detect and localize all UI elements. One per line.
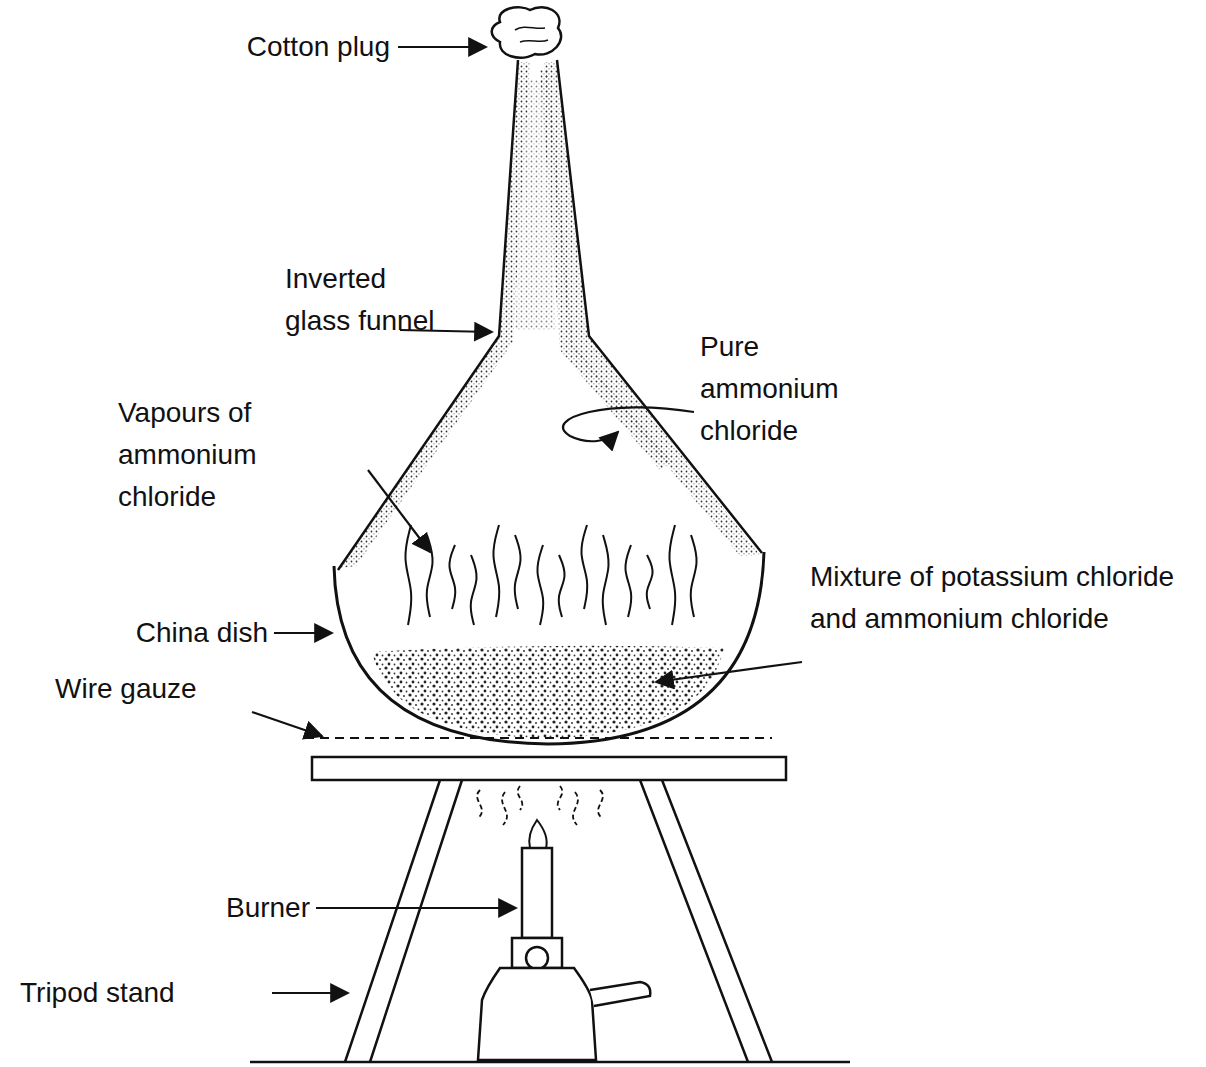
cotton-detail <box>515 27 548 42</box>
label-holder: Inverted glass funnel <box>285 258 435 342</box>
leader-arrow <box>316 907 516 909</box>
leader-arrows <box>252 47 802 993</box>
burner-collar <box>512 938 562 968</box>
vapour-line <box>647 555 653 609</box>
heat-waves <box>477 786 603 825</box>
burner-base <box>478 968 596 1060</box>
label-holder: China dish <box>20 612 268 654</box>
gas-inlet <box>590 982 650 1006</box>
vapour-line <box>405 525 411 625</box>
vapour-line <box>581 525 587 609</box>
part-label: Wire gauze <box>55 668 275 710</box>
part-label: Burner <box>100 887 310 929</box>
part-label: Cotton plug <box>150 26 390 68</box>
label-holder: Tripod stand <box>20 972 265 1014</box>
leader-arrow <box>368 470 430 552</box>
label-holder: Burner <box>100 887 310 929</box>
flame <box>529 820 546 848</box>
ground-line <box>250 1061 850 1064</box>
label-holder: Vapours of ammonium chloride <box>118 392 348 518</box>
vapour-line <box>625 545 631 617</box>
burner-tube <box>522 848 552 938</box>
leader-arrow <box>656 662 802 682</box>
vapour-line <box>669 525 675 625</box>
vapour-line <box>559 555 565 617</box>
vapour-line <box>515 535 521 609</box>
vapour-line <box>537 545 543 625</box>
leader-arrow <box>274 632 332 634</box>
part-label: Tripod stand <box>20 972 265 1014</box>
label-holder: Cotton plug <box>150 26 390 68</box>
leader-arrow <box>272 992 348 994</box>
label-holder: Wire gauze <box>55 668 275 710</box>
funnel-right-wall <box>544 62 760 556</box>
tripod-legs <box>345 780 772 1062</box>
tripod-top <box>312 757 786 780</box>
china-dish <box>334 552 764 744</box>
air-regulator <box>526 947 548 969</box>
label-holder: Mixture of potassium chloride and ammoni… <box>810 556 1200 640</box>
part-label: Inverted glass funnel <box>285 258 435 342</box>
vapour-line <box>691 535 697 617</box>
label-holder: Pure ammonium chloride <box>700 326 900 452</box>
cotton-plug <box>492 7 561 57</box>
vapour-line <box>449 545 455 609</box>
wire-gauze <box>305 737 772 739</box>
vapour-line <box>471 555 477 625</box>
leader-arrow <box>252 712 322 736</box>
part-label: Mixture of potassium chloride and ammoni… <box>810 556 1200 640</box>
vapour-lines <box>405 525 696 625</box>
part-label: Vapours of ammonium chloride <box>118 392 348 518</box>
part-label: Pure ammonium chloride <box>700 326 900 452</box>
part-label: China dish <box>20 612 268 654</box>
funnel-stem-deposit <box>515 80 556 330</box>
mixture <box>372 646 724 738</box>
vapour-line <box>493 525 499 617</box>
leader-arrow <box>398 46 486 48</box>
vapour-line <box>603 535 609 625</box>
leader-arrow <box>563 407 694 441</box>
